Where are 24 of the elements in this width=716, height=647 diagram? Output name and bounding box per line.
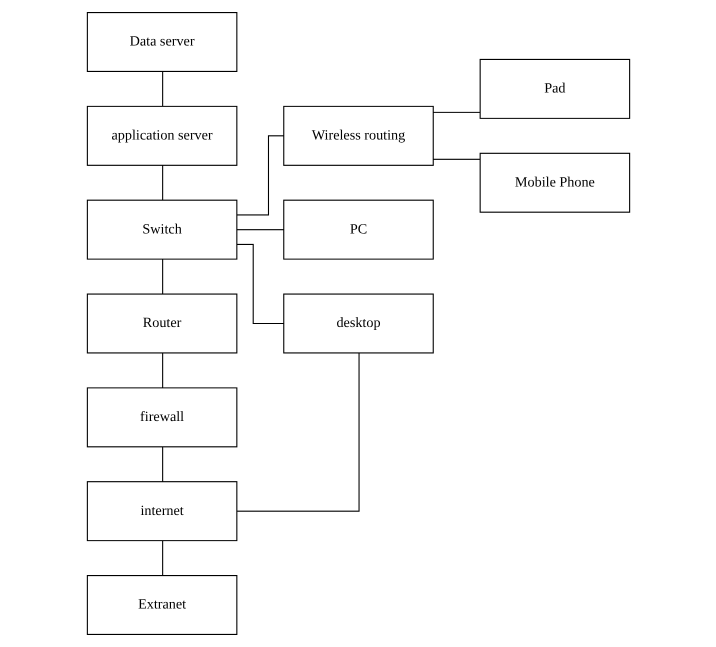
node-box: Pad [479,58,630,119]
node-box: Switch [86,200,237,260]
connector [236,229,284,230]
node-box: firewall [86,387,237,448]
connector [236,135,284,216]
node-box: Router [86,294,237,354]
node-box: application server [86,106,237,166]
connector [432,158,480,160]
connector [162,259,163,294]
connector [162,166,163,200]
connector [162,540,163,576]
connector [162,447,163,482]
connector [162,72,163,106]
connector [432,112,480,113]
node-box: internet [86,481,237,542]
node-box: Wireless routing [282,106,434,166]
node-box: Data server [86,12,237,72]
node-box: desktop [282,294,434,354]
connector [162,353,163,388]
node-box: PC [282,200,434,260]
connector [236,244,284,324]
connector [236,353,360,512]
node-box: Extranet [86,575,237,635]
node-box: Mobile Phone [479,152,630,213]
